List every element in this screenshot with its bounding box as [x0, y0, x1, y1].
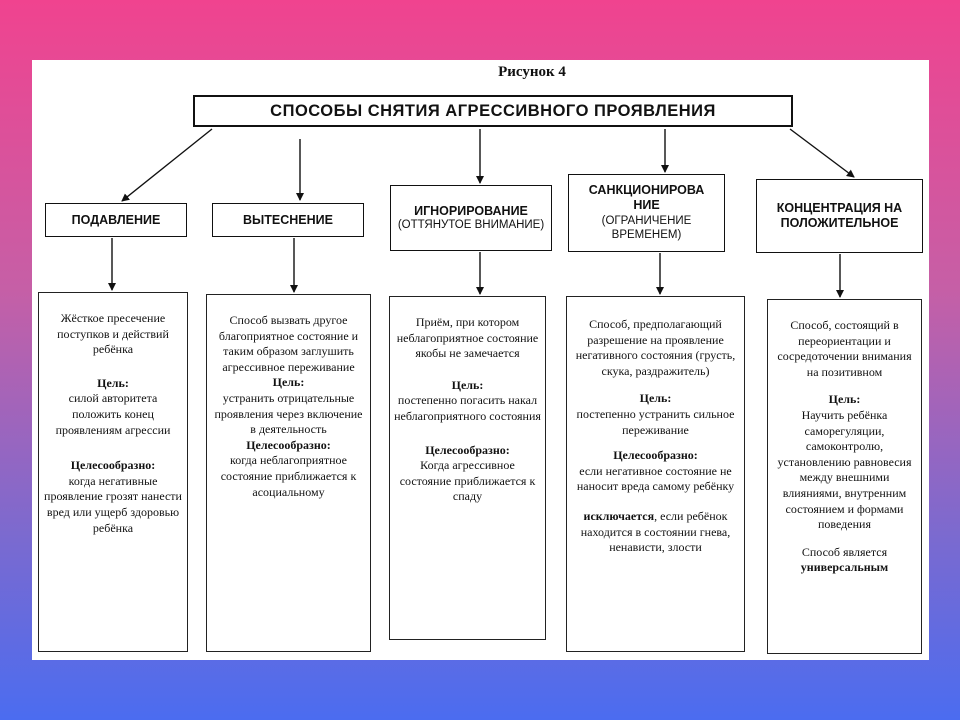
- fit-label: Целесообразно:: [425, 442, 510, 457]
- description-box-koncentraciya: Способ, состоящий в переориентации и сос…: [767, 299, 922, 654]
- arrow-title-to-koncentraciya: [789, 128, 855, 178]
- exclusion-label: исключается: [583, 508, 655, 523]
- goal-label: Цель:: [639, 391, 672, 406]
- category-name: ВЫТЕСНЕНИЕ: [243, 212, 333, 227]
- goal-label: Цель:: [828, 392, 861, 407]
- category-box-podavlenie: ПОДАВЛЕНИЕ: [45, 203, 187, 237]
- description-text: Способ, состоящий в переориентации и сос…: [777, 318, 912, 379]
- diagram-title: СПОСОБЫ СНЯТИЯ АГРЕССИВНОГО ПРОЯВЛЕНИЯ: [270, 101, 716, 120]
- goal-text: Научить ребёнка саморегуляции, самоконтр…: [777, 407, 912, 532]
- fit-text: когда неблагоприятное состояние приближа…: [220, 453, 357, 499]
- description-box-podavlenie: Жёсткое пресечение поступков и действий …: [38, 292, 188, 652]
- fit-label: Целесообразно:: [246, 437, 331, 452]
- goal-label: Цель:: [272, 375, 305, 390]
- description-text: Приём, при котором неблагоприятное состо…: [396, 315, 539, 361]
- goal-text: постепенно устранить сильное переживание: [576, 406, 735, 437]
- description-box-ignorirovanie: Приём, при котором неблагоприятное состо…: [389, 296, 546, 640]
- goal-text: устранить отрицательные проявления через…: [214, 390, 363, 437]
- category-subtitle: (ОТТЯНУТОЕ ВНИМАНИЕ): [397, 218, 545, 231]
- description-text: Способ, предполагающий разрешение на про…: [575, 317, 736, 378]
- description-text: Жёсткое пресечение поступков и действий …: [57, 311, 169, 357]
- note-text: Способ является: [801, 544, 888, 559]
- category-box-sankcionirovanie: САНКЦИОНИРОВА НИЕ (ОГРАНИЧЕНИЕ ВРЕМЕНЕМ): [568, 174, 725, 252]
- description-box-sankcionirovanie: Способ, предполагающий разрешение на про…: [566, 296, 745, 652]
- category-name: ПОДАВЛЕНИЕ: [71, 212, 161, 227]
- fit-text: если негативное состояние не наносит вре…: [576, 463, 735, 494]
- fit-text: Когда агрессивное состояние приближается…: [399, 458, 536, 504]
- category-box-vytesnenie: ВЫТЕСНЕНИЕ: [212, 203, 364, 237]
- category-name: САНКЦИОНИРОВА НИЕ: [588, 183, 705, 213]
- description-text: Способ вызвать другое благоприятное сост…: [218, 313, 359, 374]
- description-box-vytesnenie: Способ вызвать другое благоприятное сост…: [206, 294, 371, 652]
- category-name: КОНЦЕНТРАЦИЯ НА ПОЛОЖИТЕЛЬНОЕ: [776, 201, 903, 230]
- connector-arrows: [108, 128, 855, 298]
- goal-text: постепенно погасить накал неблагоприятно…: [394, 393, 541, 423]
- category-name: ИГНОРИРОВАНИЕ: [414, 203, 528, 218]
- goal-label: Цель:: [451, 377, 484, 392]
- diagram-title-box: СПОСОБЫ СНЯТИЯ АГРЕССИВНОГО ПРОЯВЛЕНИЯ: [193, 95, 793, 127]
- exclusion-condition: , если ребёнок находится в состоянии гне…: [580, 508, 731, 555]
- note-bold: универсальным: [800, 560, 889, 575]
- note-bold-text: универсальным: [772, 560, 917, 576]
- fit-label: Целесообразно:: [70, 458, 156, 473]
- exclusion-text: исключается, если ребёнок находится в со…: [571, 509, 740, 556]
- fit-text: когда негативные проявление грозят нанес…: [44, 473, 182, 535]
- goal-text: силой авторитета положить конец проявлен…: [55, 391, 171, 437]
- fit-label: Целесообразно:: [613, 448, 698, 463]
- diagram-sheet: Рисунок 4 СПОСОБЫ СНЯТИЯ АГРЕССИВНОГО ПР…: [32, 60, 929, 660]
- category-box-koncentraciya: КОНЦЕНТРАЦИЯ НА ПОЛОЖИТЕЛЬНОЕ: [756, 179, 923, 253]
- goal-label: Цель:: [97, 375, 129, 390]
- arrow-title-to-podavlenie: [121, 128, 213, 202]
- figure-caption: Рисунок 4: [498, 64, 566, 80]
- category-box-ignorirovanie: ИГНОРИРОВАНИЕ (ОТТЯНУТОЕ ВНИМАНИЕ): [390, 185, 552, 251]
- category-subtitle: (ОГРАНИЧЕНИЕ ВРЕМЕНЕМ): [601, 215, 692, 241]
